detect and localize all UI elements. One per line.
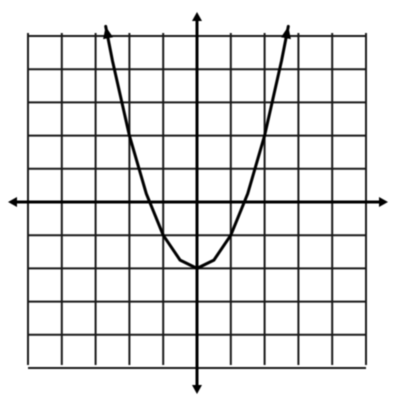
x-axis-arrow-left: [8, 197, 17, 207]
x-axis-arrow-right: [379, 197, 388, 207]
y-axis-arrow-up: [192, 12, 202, 21]
y-axis-arrow-down: [192, 385, 202, 394]
